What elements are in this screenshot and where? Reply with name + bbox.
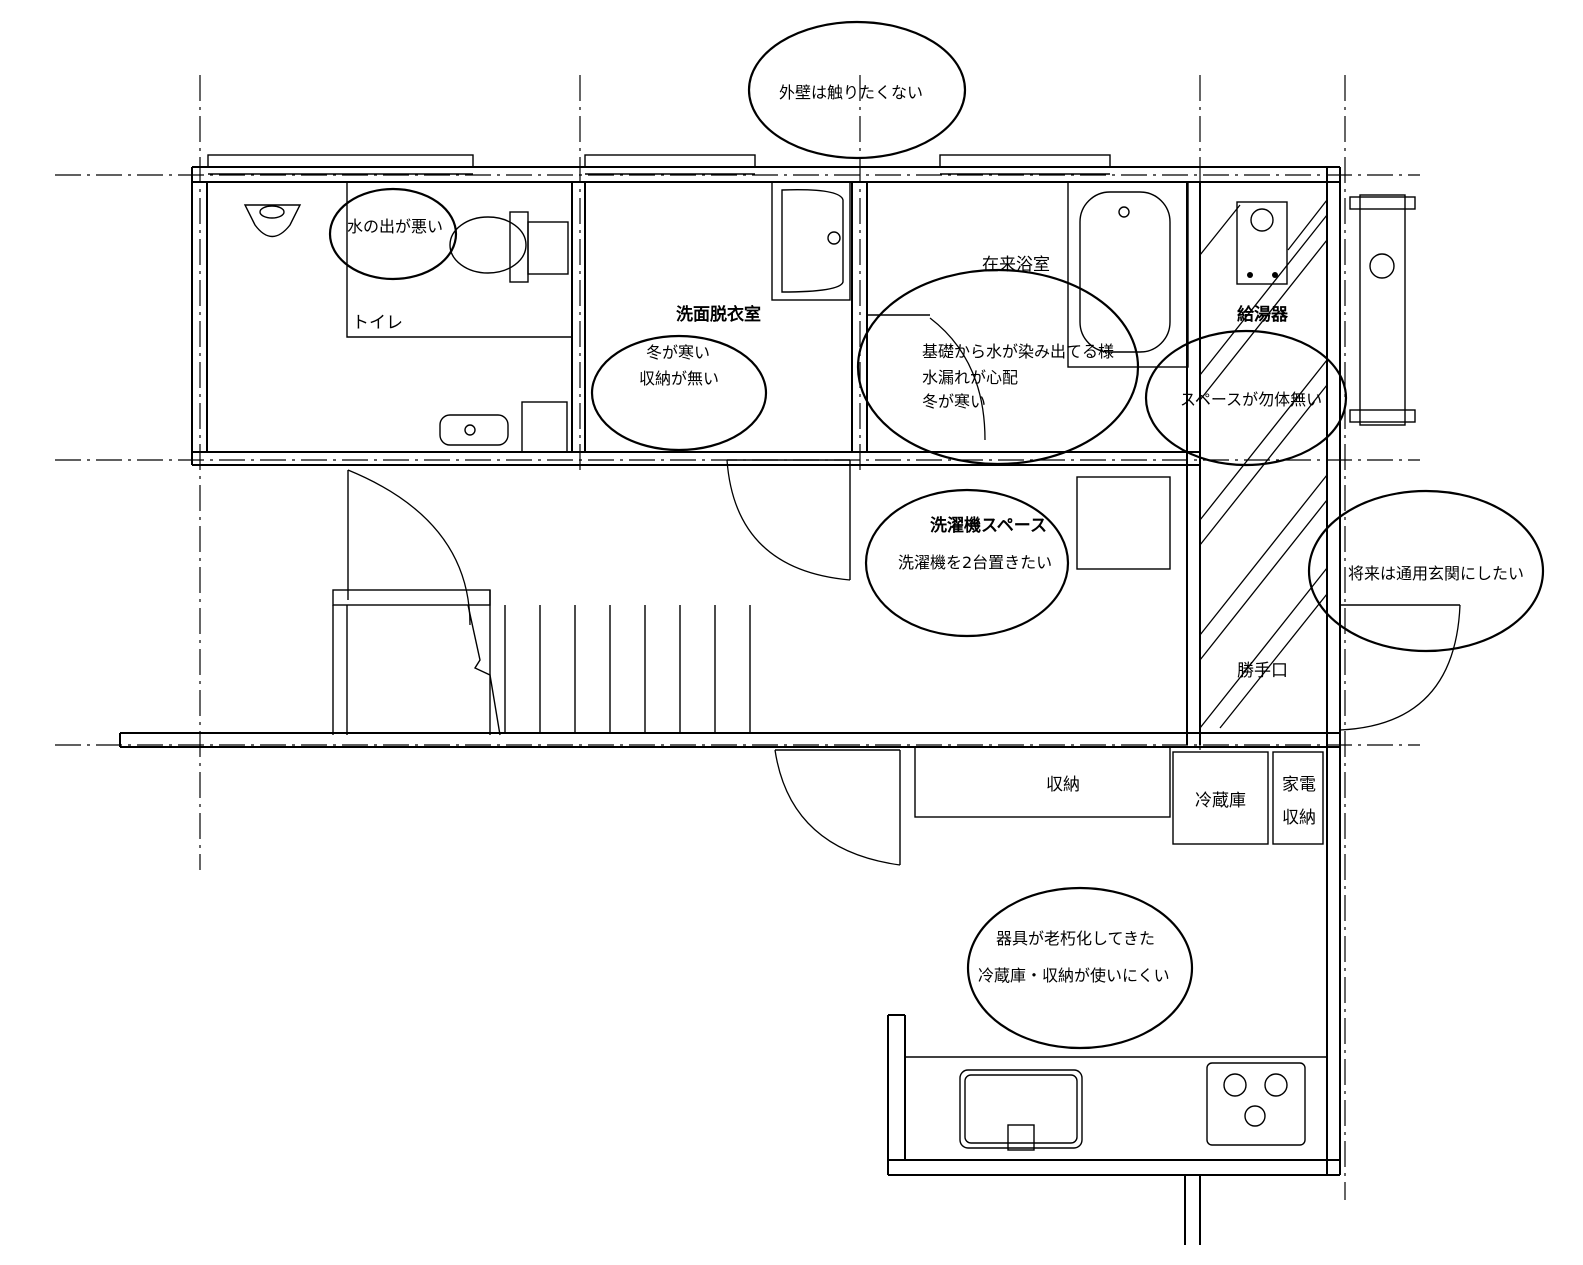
bathtub-icon bbox=[1067, 181, 1189, 368]
water-heater-space bbox=[1199, 199, 1328, 729]
note-ellipse-kitchen bbox=[966, 886, 1194, 1050]
note-washroom-2: 収納が無い bbox=[639, 369, 719, 388]
label-laundry: 洗濯機スペース bbox=[930, 515, 1047, 536]
stove-icon bbox=[1206, 1062, 1306, 1146]
note-toilet-water: 水の出が悪い bbox=[347, 217, 443, 236]
note-ellipse-entrance bbox=[1307, 489, 1545, 653]
kitchen-storage bbox=[914, 746, 1324, 845]
toilet-room bbox=[243, 182, 572, 453]
note-bath-1: 基礎から水が染み出てる様 bbox=[922, 342, 1114, 361]
grid-lines bbox=[55, 75, 1420, 1200]
label-bathroom: 在来浴室 bbox=[982, 255, 1050, 275]
note-ellipses bbox=[328, 20, 1545, 1050]
note-ellipse-toilet bbox=[328, 187, 458, 281]
washbasin-icon bbox=[771, 181, 851, 301]
note-ellipse-bath bbox=[856, 268, 1140, 466]
note-bath-3: 冬が寒い bbox=[922, 392, 986, 411]
note-space: スペースが勿体無い bbox=[1180, 390, 1322, 409]
note-ellipse-washroom bbox=[590, 334, 768, 452]
walls bbox=[119, 166, 1341, 1245]
hand-basin-icon bbox=[439, 414, 509, 446]
stairs bbox=[332, 589, 751, 736]
label-toilet: トイレ bbox=[352, 313, 403, 333]
label-back-door: 勝手口 bbox=[1237, 661, 1288, 681]
label-storage: 収納 bbox=[1046, 775, 1080, 795]
note-ellipse-exterior bbox=[747, 20, 967, 160]
note-bath-2: 水漏れが心配 bbox=[922, 368, 1018, 387]
urinal-icon bbox=[243, 204, 302, 238]
washer-space-box bbox=[1076, 476, 1171, 570]
note-ellipse-laundry bbox=[864, 488, 1070, 638]
note-kitchen-1: 器具が老朽化してきた bbox=[996, 929, 1155, 948]
room-labels: トイレ 洗面脱衣室 在来浴室 給湯器 洗濯機スペース 勝手口 収納 冷蔵庫 家電… bbox=[352, 255, 1316, 828]
windows bbox=[207, 154, 1111, 175]
washroom bbox=[771, 181, 851, 301]
kitchen-counter bbox=[905, 1056, 1327, 1151]
note-laundry: 洗濯機を2台置きたい bbox=[898, 553, 1052, 572]
toilet-bowl-icon bbox=[449, 216, 527, 274]
label-fridge: 冷蔵庫 bbox=[1195, 791, 1246, 811]
note-kitchen-2: 冷蔵庫・収納が使いにくい bbox=[978, 966, 1170, 985]
note-ellipse-space bbox=[1144, 329, 1348, 467]
sink-icon bbox=[959, 1069, 1083, 1149]
note-exterior-wall: 外壁は触りたくない bbox=[779, 83, 923, 102]
label-washroom: 洗面脱衣室 bbox=[676, 304, 761, 325]
note-texts: 外壁は触りたくない 水の出が悪い 冬が寒い 収納が無い 基礎から水が染み出てる様… bbox=[347, 83, 1524, 985]
outdoor-unit bbox=[1349, 194, 1416, 426]
label-appliance-1: 家電 bbox=[1282, 775, 1316, 795]
bathroom bbox=[867, 181, 1189, 441]
note-entrance: 将来は通用玄関にしたい bbox=[1348, 564, 1524, 583]
label-water-heater: 給湯器 bbox=[1237, 304, 1289, 325]
label-appliance-2: 収納 bbox=[1282, 808, 1316, 828]
doors bbox=[347, 459, 1461, 866]
note-washroom-1: 冬が寒い bbox=[646, 343, 710, 362]
water-heater-icon bbox=[1236, 201, 1288, 285]
